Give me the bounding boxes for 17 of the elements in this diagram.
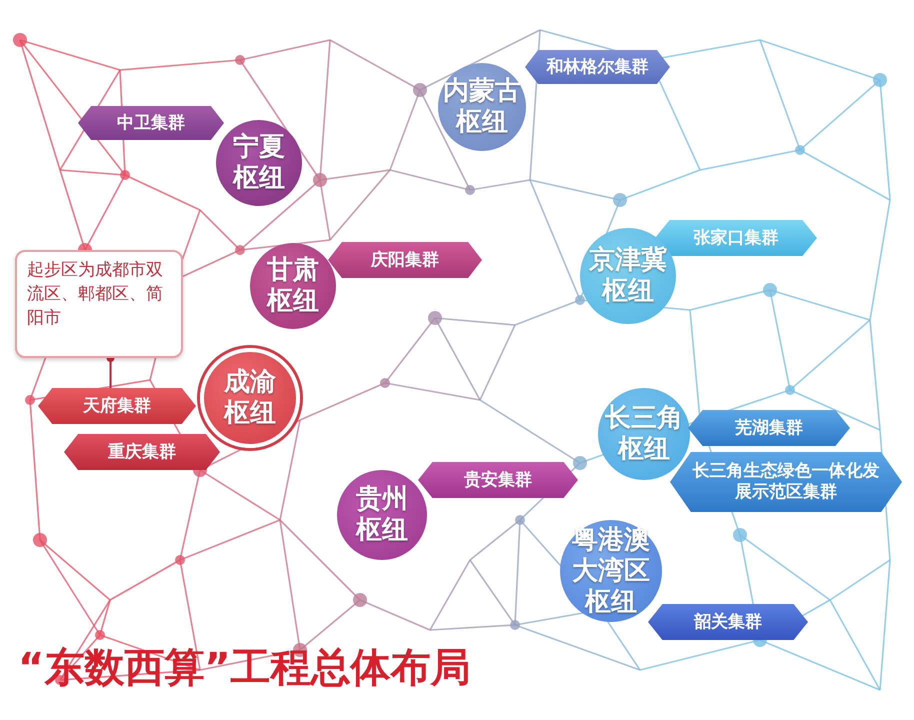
hub-circle: 内蒙古枢纽 [438,63,526,151]
hub-circle: 甘肃枢纽 [250,243,336,329]
cluster-tag: 芜湖集群 [688,410,850,446]
cluster-tag: 中卫集群 [78,106,224,140]
cluster-tag: 韶关集群 [648,604,808,640]
cluster-tag: 天府集群 [38,388,196,424]
hub-circle: 宁夏枢纽 [216,120,302,206]
hub-circle: 长三角枢纽 [598,388,690,480]
cluster-tag: 庆阳集群 [328,242,482,278]
hub-circle: 京津冀枢纽 [580,228,676,324]
cluster-tag: 贵安集群 [418,462,578,498]
hub-circle: 成渝枢纽 [200,348,300,448]
hub-circle: 贵州枢纽 [337,470,427,560]
callout-box: 起步区为成都市双流区、郫都区、简阳市 [15,250,183,358]
cluster-tag: 重庆集群 [64,434,220,470]
cluster-tag: 和林格尔集群 [525,50,670,84]
cluster-tag: 长三角生态绿色一体化发展示范区集群 [670,452,902,512]
